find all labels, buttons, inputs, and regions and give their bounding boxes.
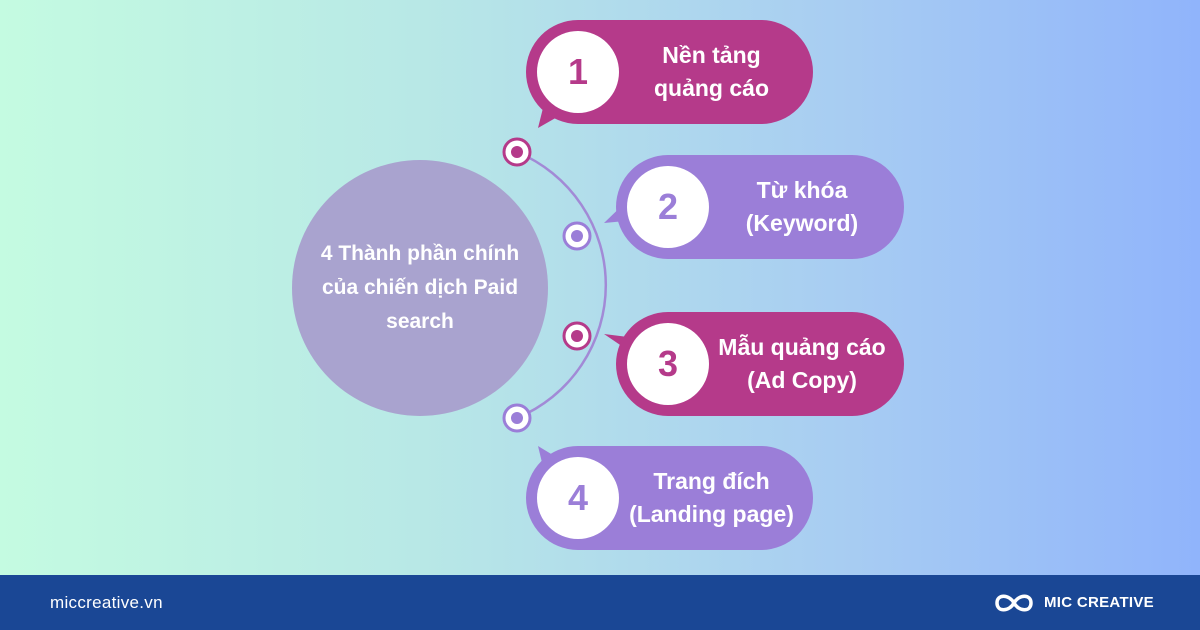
bubble-1-number: 1 bbox=[537, 31, 619, 113]
bubble-3: 3 Mẫu quảng cáo (Ad Copy) bbox=[616, 312, 904, 416]
bubble-4-number: 4 bbox=[537, 457, 619, 539]
node-3 bbox=[562, 321, 592, 351]
diagram-canvas: 4 Thành phần chính của chiến dịch Paid s… bbox=[0, 0, 1200, 575]
brand-logo: MIC CREATIVE bbox=[992, 591, 1154, 615]
infinity-logo-icon bbox=[995, 594, 1033, 611]
bubble-3-label: Mẫu quảng cáo (Ad Copy) bbox=[718, 334, 886, 393]
bubble-1: 1 Nền tảng quảng cáo bbox=[526, 20, 813, 124]
node-4 bbox=[502, 403, 532, 433]
footer-bar: miccreative.vn MIC CREATIVE bbox=[0, 575, 1200, 630]
bubble-1-label: Nền tảng quảng cáo bbox=[653, 42, 769, 101]
bubble-2-number: 2 bbox=[627, 166, 709, 248]
node-1 bbox=[502, 137, 532, 167]
arc-line bbox=[516, 150, 608, 420]
center-title: 4 Thành phần chính của chiến dịch Paid s… bbox=[320, 242, 520, 333]
center-circle: 4 Thành phần chính của chiến dịch Paid s… bbox=[292, 160, 548, 416]
bubble-2-label: Từ khóa (Keyword) bbox=[745, 177, 859, 236]
node-2 bbox=[562, 221, 592, 251]
bubble-3-number: 3 bbox=[627, 323, 709, 405]
bubble-2: 2 Từ khóa (Keyword) bbox=[616, 155, 904, 259]
brand-name: MIC CREATIVE bbox=[1044, 594, 1154, 611]
website-link[interactable]: miccreative.vn bbox=[50, 592, 163, 612]
bubble-4: 4 Trang đích (Landing page) bbox=[526, 446, 813, 550]
bubble-4-label: Trang đích (Landing page) bbox=[629, 468, 794, 527]
